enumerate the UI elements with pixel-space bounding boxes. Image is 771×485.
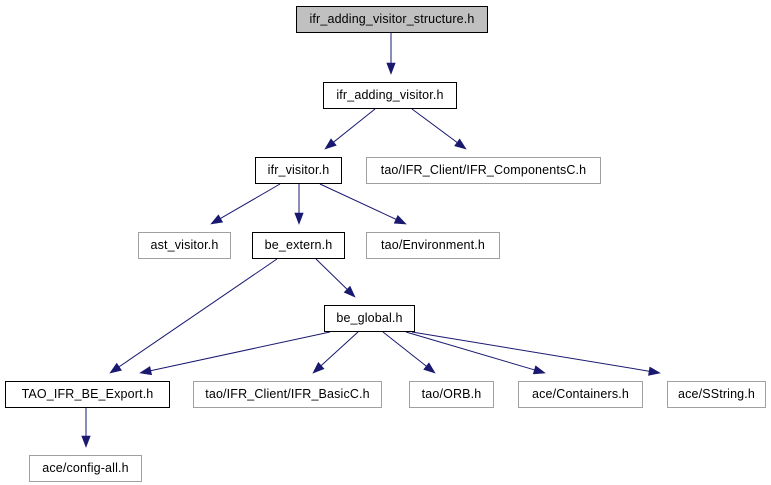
graph-node-ifr_componentsc[interactable]: tao/IFR_Client/IFR_ComponentsC.h <box>366 157 601 184</box>
graph-edge-arrowhead: ifr_visitor -> tao_environment <box>393 215 407 225</box>
graph-edge-line <box>411 108 459 144</box>
graph-edge-arrowhead: be_global -> ace_sstring <box>648 366 661 376</box>
graph-node-label: tao/Environment.h <box>381 238 485 253</box>
graph-edge-arrowhead: ifr_visitor -> be_extern <box>294 212 304 225</box>
graph-edge-arrowhead: be_extern -> be_global <box>343 285 356 298</box>
graph-node-ifr_adding_visitor_structure: ifr_adding_visitor_structure.h <box>296 6 488 33</box>
graph-node-label: tao/ORB.h <box>421 387 482 402</box>
graph-node-label: be_extern.h <box>264 238 333 253</box>
graph-edge-line <box>411 331 651 372</box>
graph-edge-line <box>332 108 376 144</box>
graph-node-label: TAO_IFR_BE_Export.h <box>21 387 154 402</box>
graph-edge-arrowhead: ifr_visitor -> ast_visitor <box>210 214 224 225</box>
graph-node-ace_sstring[interactable]: ace/SString.h <box>667 381 766 408</box>
graph-node-ace_containers[interactable]: ace/Containers.h <box>518 381 643 408</box>
graph-node-label: tao/IFR_Client/IFR_ComponentsC.h <box>380 163 587 178</box>
graph-node-be_extern[interactable]: be_extern.h <box>252 232 345 259</box>
graph-node-label: ifr_adding_visitor_structure.h <box>309 12 475 27</box>
graph-node-label: ace/config-all.h <box>42 461 129 476</box>
graph-edge-line <box>218 183 281 220</box>
graph-node-ifr_visitor[interactable]: ifr_visitor.h <box>255 157 342 184</box>
graph-node-tao_orb[interactable]: tao/ORB.h <box>409 381 494 408</box>
graph-node-label: be_global.h <box>336 311 403 326</box>
graph-edge-arrowhead: ifr_adding_visitor_structure -> ifr_addi… <box>386 62 396 75</box>
graph-edge-line <box>315 258 349 291</box>
graph-edge-line <box>319 183 398 221</box>
graph-edge-line <box>405 331 537 371</box>
graph-node-label: ace/Containers.h <box>532 387 629 402</box>
graph-edge-line <box>382 331 428 368</box>
graph-node-label: ace/SString.h <box>678 387 755 402</box>
graph-edge-arrowhead: be_global -> ace_containers <box>532 365 546 375</box>
graph-edge-line <box>319 331 359 367</box>
graph-node-label: ast_visitor.h <box>150 238 219 253</box>
graph-edge-line <box>149 331 331 372</box>
graph-edge-line <box>117 258 278 369</box>
graph-edge-arrowhead: be_global -> tao_ifr_be_export <box>139 366 153 376</box>
graph-edge-arrowhead: be_extern -> tao_ifr_be_export <box>109 362 122 374</box>
graph-edge-arrowhead: ifr_adding_visitor -> ifr_componentsc <box>454 138 467 150</box>
graph-edge-arrowhead: be_global -> tao_orb <box>423 362 436 374</box>
graph-node-label: tao/IFR_Client/IFR_BasicC.h <box>205 387 370 402</box>
graph-node-tao_ifr_be_export[interactable]: TAO_IFR_BE_Export.h <box>5 381 170 408</box>
graph-node-ifr_adding_visitor[interactable]: ifr_adding_visitor.h <box>323 82 457 109</box>
graph-node-ast_visitor[interactable]: ast_visitor.h <box>138 232 231 259</box>
graph-edge-arrowhead: ifr_adding_visitor -> ifr_visitor <box>324 138 337 150</box>
graph-node-label: ifr_adding_visitor.h <box>336 88 444 103</box>
graph-node-ace_config_all[interactable]: ace/config-all.h <box>29 455 142 482</box>
graph-node-ifr_basicc[interactable]: tao/IFR_Client/IFR_BasicC.h <box>193 381 382 408</box>
graph-node-label: ifr_visitor.h <box>267 163 330 178</box>
graph-edge-arrowhead: be_global -> ifr_basicc <box>312 361 325 374</box>
graph-node-tao_environment[interactable]: tao/Environment.h <box>366 232 500 259</box>
graph-edge-arrowhead: tao_ifr_be_export -> ace_config_all <box>81 435 91 448</box>
graph-node-be_global[interactable]: be_global.h <box>324 305 415 332</box>
